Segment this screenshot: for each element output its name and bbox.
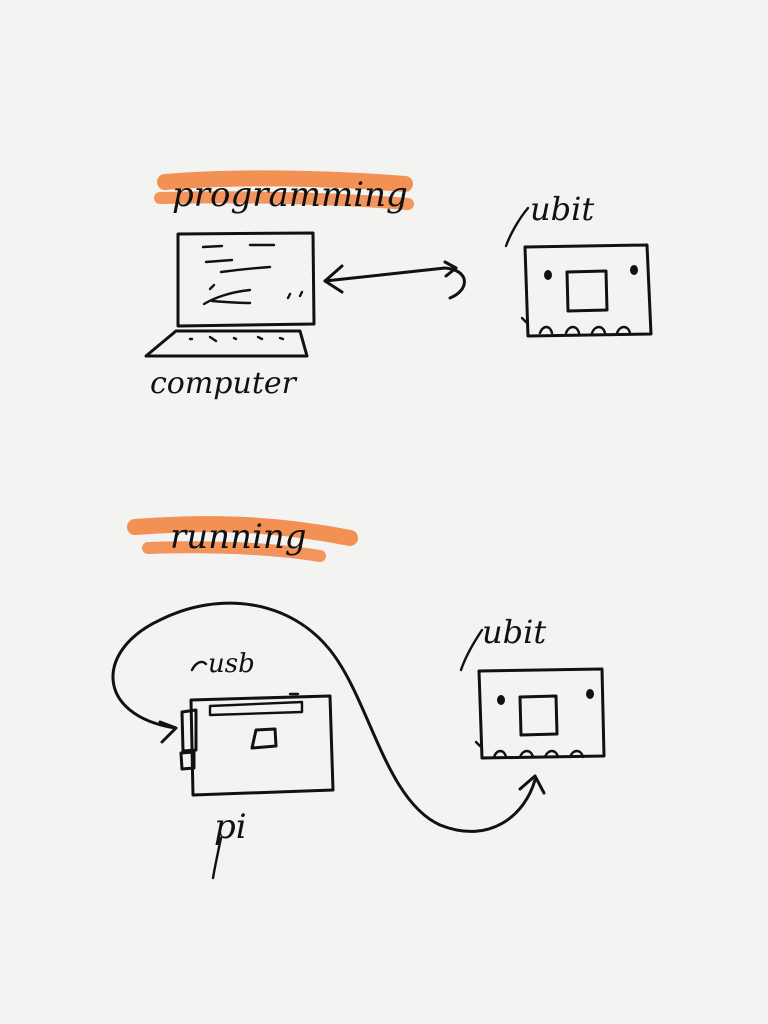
computer-label: computer — [150, 366, 298, 401]
computer-icon — [144, 231, 316, 358]
usb-label: usb — [208, 649, 255, 679]
programming-heading: programming — [172, 175, 408, 215]
microbit-icon-bottom — [459, 628, 606, 760]
programming-section: programming computer ubit — [144, 170, 653, 401]
microbit-label-top: ubit — [530, 190, 594, 228]
pi-label-tail — [211, 836, 223, 880]
usb-cable — [111, 601, 546, 833]
pi-label: pi — [214, 807, 247, 847]
programming-highlight — [154, 170, 414, 210]
running-highlight — [127, 516, 358, 562]
usb-label-tick — [190, 660, 208, 672]
microbit-label-bottom: ubit — [482, 613, 546, 651]
running-heading: running — [170, 517, 306, 557]
running-section: running usb pi ubit — [111, 516, 606, 880]
microbit-icon-top — [504, 206, 653, 338]
raspberry-pi-icon — [179, 692, 335, 797]
bidirectional-arrow — [323, 260, 466, 300]
